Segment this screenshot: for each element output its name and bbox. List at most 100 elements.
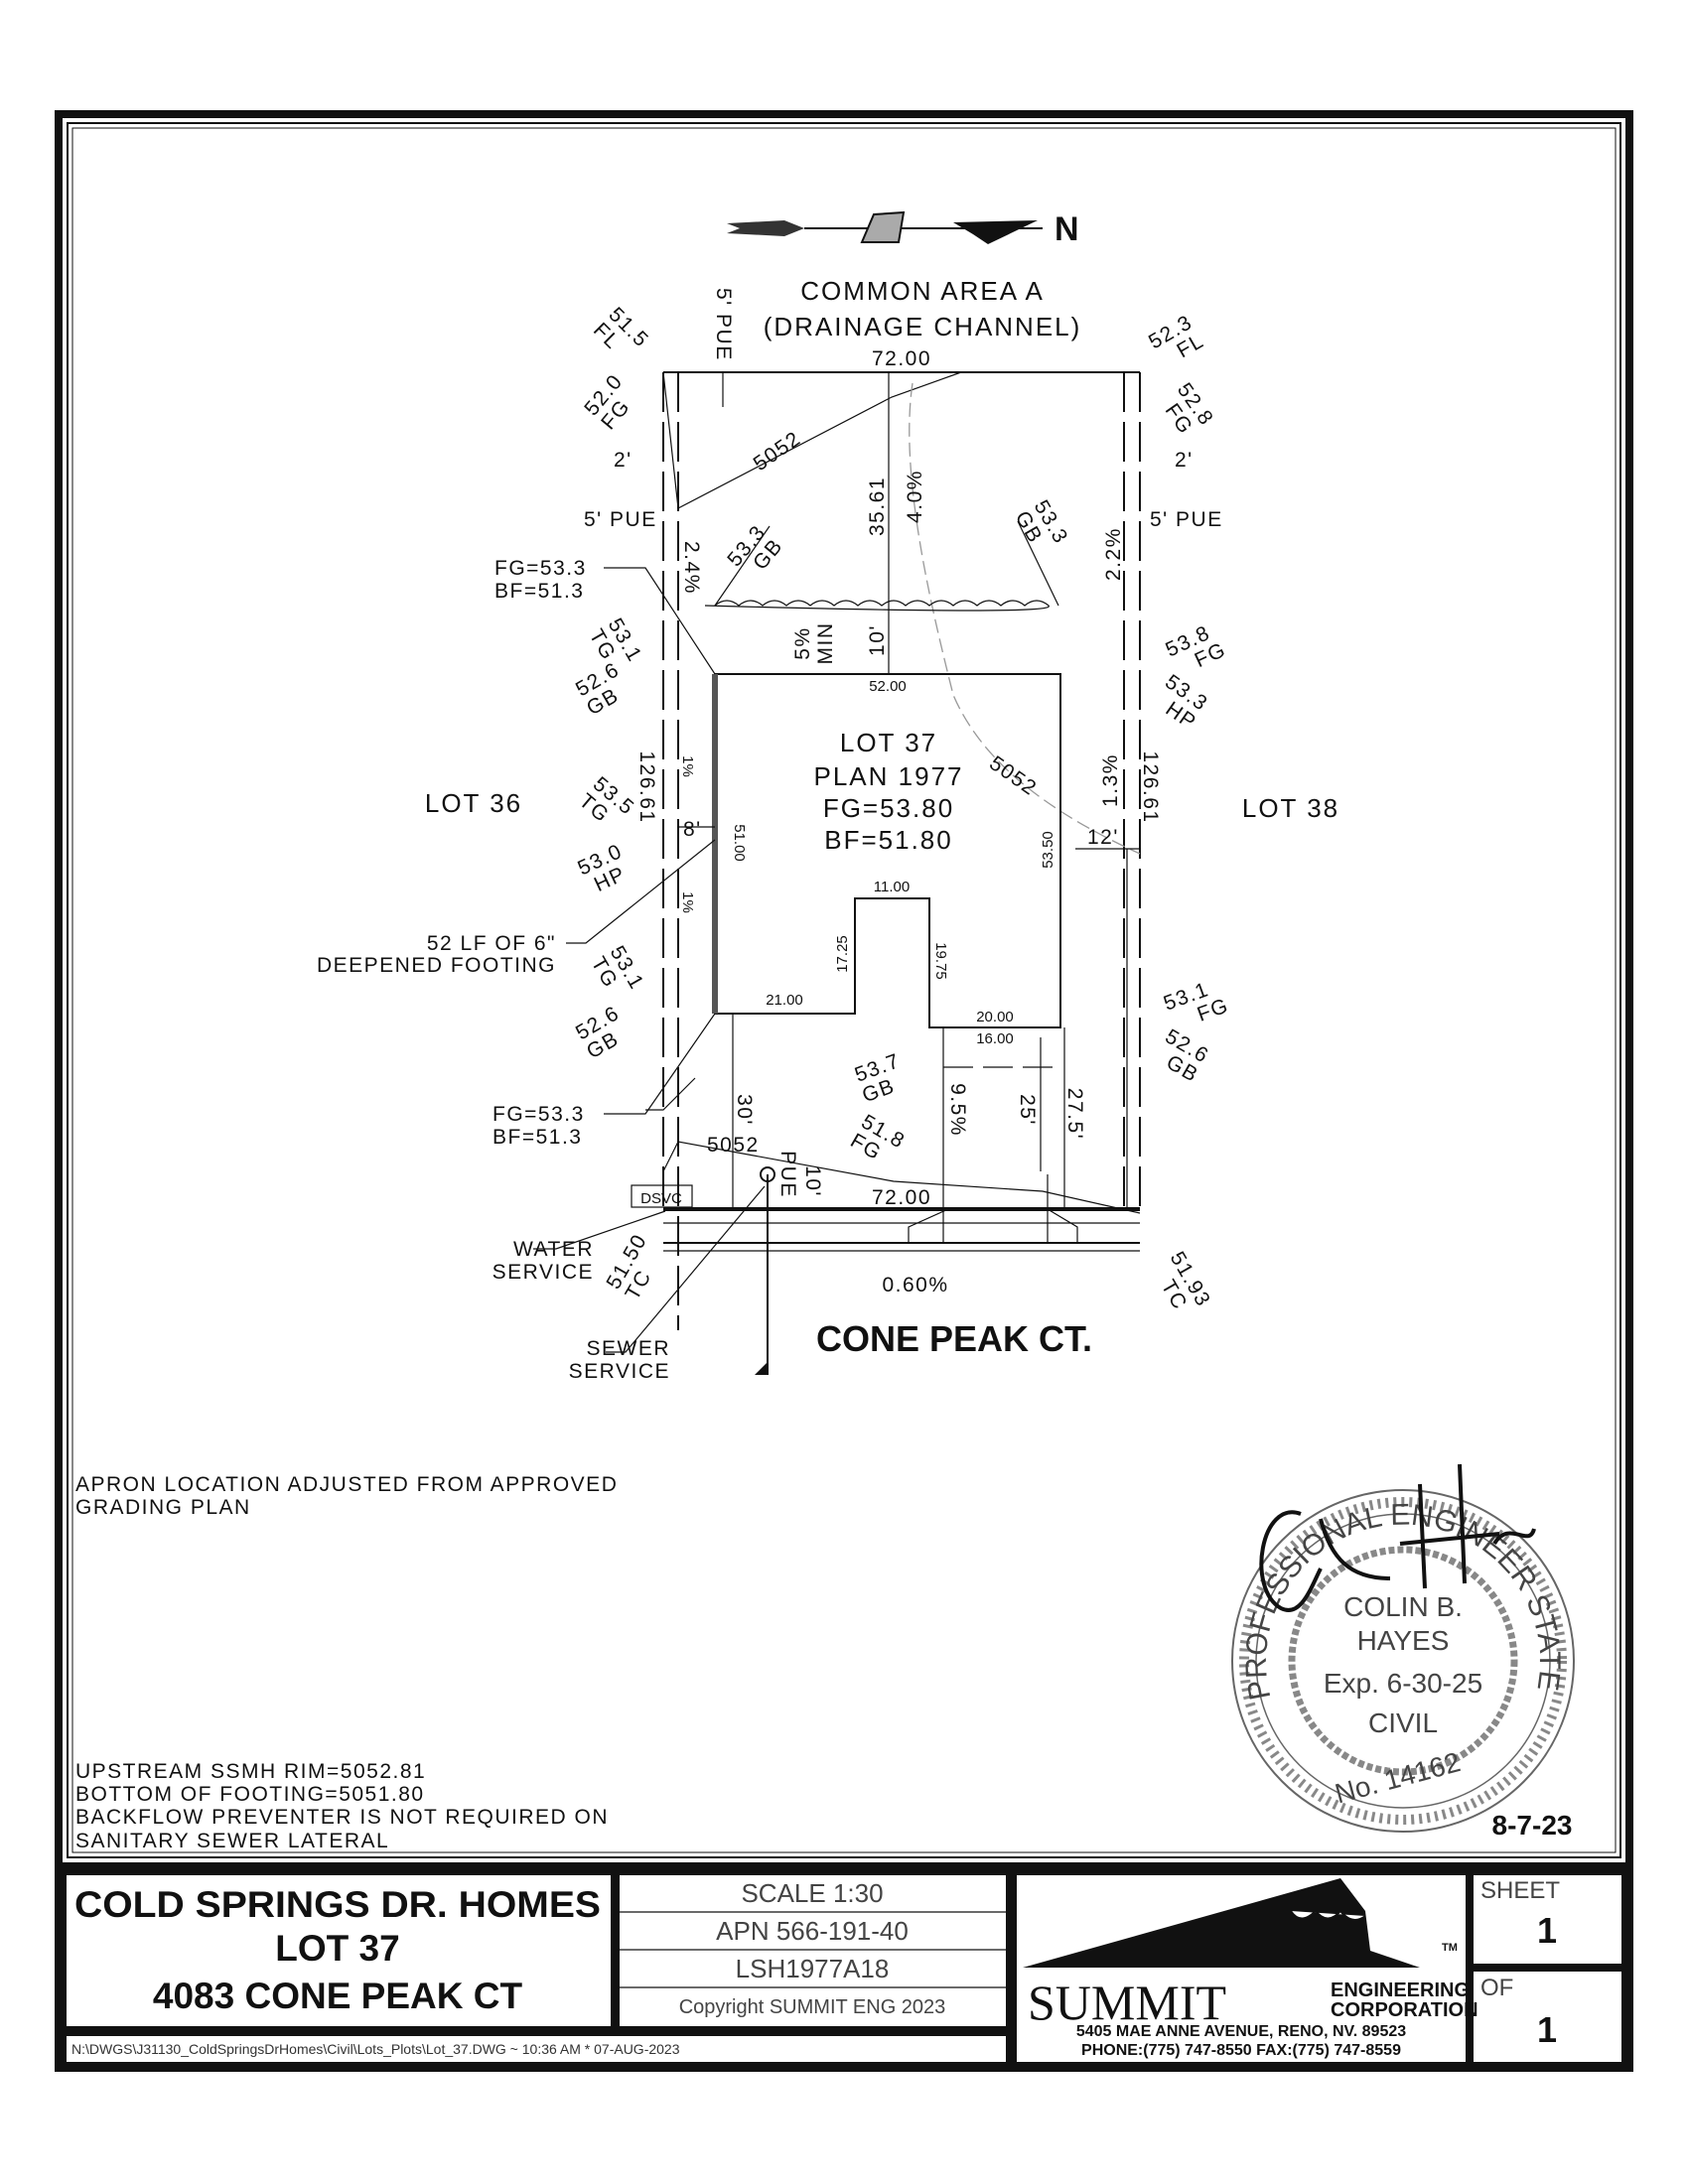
leader (566, 839, 716, 944)
company-phone: PHONE:(775) 747-8550 FAX:(775) 747-8559 (1081, 2042, 1401, 2059)
fg-51-8-tag: 51.8 FG (847, 1110, 910, 1164)
two-ft-right: 2' (1175, 449, 1194, 472)
footing-note-1: 52 LF OF 6" (427, 932, 556, 955)
gb-53-7-tag: 53.7 GB (852, 1049, 904, 1107)
street-name: CONE PEAK CT. (816, 1318, 1092, 1359)
north-label: N (1055, 210, 1079, 248)
drainage-flowline (909, 382, 1141, 855)
seal-ring-text: PROFESSIONAL ENGINEER STATE OF NEVADA (0, 0, 1566, 1704)
path-box (67, 2036, 1006, 2062)
info-box (620, 1875, 1006, 2026)
inner-border (67, 122, 1621, 1858)
gb-53-3-left-tag: 53.3 GB (723, 521, 787, 575)
pue-bottom: PUE (776, 1151, 799, 1198)
apron-note-2: GRADING PLAN (75, 1496, 251, 1519)
gb-52-6-bottom-tag: 52.6 GB (572, 1002, 624, 1063)
contour-5052-top (677, 371, 962, 509)
dim-72-top: 72.00 (872, 347, 931, 370)
file-path: N:\DWGS\J31130_ColdSpringsDrHomes\Civil\… (71, 2041, 680, 2057)
leader (604, 1013, 716, 1115)
fg-note-2: FG=53.3 (492, 1103, 585, 1126)
company-sub-2: CORPORATION (1331, 1999, 1478, 2021)
bf-note-1: BF=51.3 (494, 580, 584, 603)
dim-21: 21.00 (766, 992, 803, 1009)
tc-51-93-tag: 51.93 TC (1157, 1248, 1215, 1314)
project-lot: LOT 37 (275, 1928, 399, 1969)
swale-line (704, 600, 1050, 612)
gb-52-6-right-tag: 52.6 GB (1162, 1024, 1213, 1087)
tg-53-1-bottom-tag: 53.1 TG (587, 942, 648, 994)
dsvc-box (631, 1184, 693, 1208)
of-number: 1 (1537, 2009, 1557, 2050)
apron-note-1: APRON LOCATION ADJUSTED FROM APPROVED (75, 1473, 618, 1496)
of-label: OF (1480, 1975, 1513, 2001)
sheet-box (1474, 1875, 1621, 1964)
sheet-label: SHEET (1480, 1877, 1560, 1904)
general-note-4: SANITARY SEWER LATERAL (75, 1830, 389, 1852)
seal-name-2: HAYES (1357, 1625, 1450, 1656)
slope-1-bottom: 1% (679, 891, 696, 913)
section-marker-icon (755, 1362, 768, 1375)
dim-27-5: 27.5' (1063, 1088, 1086, 1140)
tg-53-5-tag: 53.5 TG (575, 772, 639, 827)
min-slope: 5% (791, 626, 814, 659)
dim-72-bottom: 72.00 (872, 1186, 931, 1209)
dim-51: 51.00 (731, 824, 748, 862)
apn: APN 566-191-40 (716, 1916, 909, 1946)
pue-right: 5' PUE (1150, 508, 1223, 531)
dim-35-61: 35.61 (866, 477, 889, 536)
sewer-cleanout-icon (760, 1166, 775, 1182)
slope-2-4: 2.4% (680, 541, 703, 595)
property-lines (662, 371, 1141, 1330)
lot38-label: LOT 38 (1242, 793, 1339, 823)
of-box (1474, 1972, 1621, 2062)
engineer-seal: PROFESSIONAL ENGINEER STATE OF NEVADA CO… (0, 0, 1575, 1833)
twelve-ft: 12' (1087, 826, 1119, 849)
general-note-3: BACKFLOW PREVENTER IS NOT REQUIRED ON (75, 1806, 609, 1829)
seal-type: CIVIL (1368, 1707, 1438, 1738)
lot36-label: LOT 36 (425, 788, 522, 818)
min-label: MIN (814, 622, 837, 665)
sewer-service-2: SERVICE (569, 1360, 670, 1383)
lot37-label: LOT 37 (840, 728, 937, 757)
fl-52-3-tag: 52.3 FL (1145, 311, 1208, 362)
north-arrow-icon (727, 210, 1043, 244)
leader (714, 525, 771, 607)
pue-top-label: 5' PUE (712, 288, 735, 361)
fg-52-0-tag: 52.0 FG (580, 370, 634, 435)
general-note-2: BOTTOM OF FOOTING=5051.80 (75, 1783, 425, 1806)
tm-mark: TM (1442, 1942, 1458, 1954)
house-footprint (714, 673, 1061, 1028)
thirty-ft: 30' (733, 1094, 756, 1126)
slope-1-top: 1% (679, 755, 696, 777)
slope-1-3: 1.3% (1099, 753, 1122, 807)
bf-note-2: BF=51.3 (492, 1126, 582, 1149)
hp-53-0-tag: 53.0 HP (574, 840, 629, 896)
slope-2-2: 2.2% (1102, 527, 1125, 581)
drainage-channel-label: (DRAINAGE CHANNEL) (764, 312, 1082, 341)
project-address: 4083 CONE PEAK CT (153, 1976, 523, 2016)
house-fg: FG=53.80 (823, 793, 954, 823)
dim-19-75: 19.75 (932, 942, 949, 980)
dim-17-25: 17.25 (834, 935, 851, 973)
project-box (67, 1875, 611, 2026)
gb-53-3-right-tag: GB 53.3 (1011, 496, 1072, 548)
contour-5052-bottom (662, 1141, 1141, 1214)
contour-label-3: 5052 (707, 1134, 760, 1157)
inner-border-2 (71, 127, 1617, 1853)
ten-ft: 10' (866, 624, 889, 656)
dim-16: 16.00 (976, 1030, 1014, 1047)
contour-label-2: 5052 (985, 751, 1041, 800)
sewer-service-1: SEWER (586, 1337, 670, 1360)
dim-20: 20.00 (976, 1009, 1014, 1025)
leader (604, 567, 716, 675)
plan-labels: 72.00 35.61 4.0% 5052 2' 2' 5' PUE 5' PU… (317, 303, 1339, 1383)
slope-4: 4.0% (904, 470, 926, 523)
seal-name-1: COLIN B. (1343, 1591, 1463, 1622)
eight-ft: 8' (683, 818, 702, 841)
seal-number: No. 14162 (1332, 1746, 1464, 1809)
plan-label: PLAN 1977 (814, 761, 964, 791)
fg-52-8-tag: 52.8 FG (1161, 379, 1218, 439)
company-sub-1: ENGINEERING (1331, 1979, 1470, 2001)
